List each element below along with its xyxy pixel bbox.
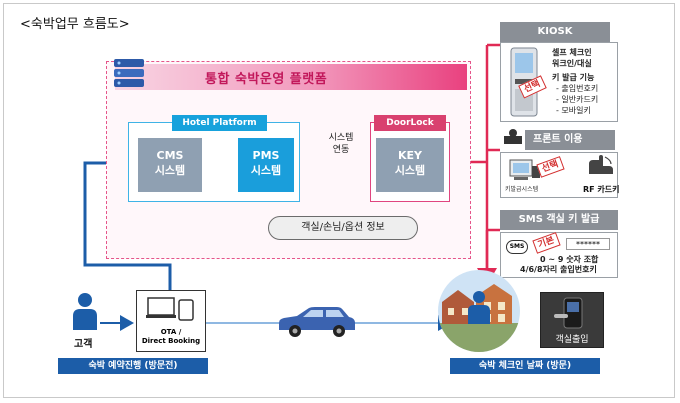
booking-stage-bar: 숙박 예약진행 (방문전)	[58, 358, 208, 374]
system-sync-label: 시스템 연동	[328, 133, 354, 155]
sms-code-stars: ******	[566, 238, 610, 250]
sms-header: SMS 객실 키 발급	[500, 210, 618, 230]
line-ota-to-hotel	[83, 151, 172, 290]
pms-line2: 시스템	[250, 164, 282, 177]
cms-line1: CMS	[156, 149, 184, 162]
kiosk-option-3: - 모바일키	[556, 106, 591, 115]
kiosk-machine-icon	[510, 47, 538, 117]
key-line1: KEY	[397, 149, 422, 162]
key-line2: 시스템	[394, 164, 426, 177]
key-system-box: KEY 시스템	[376, 138, 444, 192]
server-stack-icon	[114, 59, 144, 87]
sms-text-1: 0 ~ 9 숫자 조합	[540, 255, 599, 264]
kiosk-text-2: 워크인/대실	[552, 59, 592, 68]
sms-bubble-icon: SMS	[506, 240, 528, 254]
pms-system-box: PMS 시스템	[238, 138, 294, 192]
diagram-frame	[3, 3, 675, 398]
doorlock-label: DoorLock	[374, 115, 446, 131]
cms-line2: 시스템	[154, 164, 186, 177]
kiosk-option-1: - 출입번호키	[556, 84, 599, 93]
guest-label: 고객	[74, 339, 93, 350]
cms-system-box: CMS 시스템	[138, 138, 202, 192]
platform-title: 통합 숙박운영 플랫폼	[205, 72, 328, 87]
ota-label: OTA / Direct Booking	[141, 328, 201, 345]
guest-person-icon	[73, 293, 97, 330]
rf-card-label: RF 카드키	[583, 185, 620, 194]
front-header: 프론트 이용	[525, 130, 615, 150]
kiosk-text-3: 키 발급 기능	[552, 73, 595, 82]
rf-card-hand-icon	[589, 155, 613, 174]
car-icon	[279, 307, 355, 337]
pms-line1: PMS	[252, 149, 280, 162]
platform-header-bar	[115, 64, 467, 90]
kiosk-option-2: - 일반카드키	[556, 95, 599, 104]
front-desk-icon	[504, 129, 522, 144]
kiosk-header: KIOSK	[500, 22, 610, 42]
door-lock-icon	[554, 297, 583, 329]
sms-text-2: 4/6/8자리 출입번호키	[520, 265, 597, 274]
key-issuer-label: 키발급시스템	[505, 186, 539, 193]
hotel-platform-label: Hotel Platform	[172, 115, 267, 131]
checkin-person-icon	[468, 291, 490, 324]
key-issuer-device-icon	[509, 159, 540, 180]
kiosk-text-1: 셀프 체크인	[552, 48, 592, 57]
room-entry-label: 객실출입	[555, 335, 589, 345]
checkin-stage-bar: 숙박 체크인 날짜 (방문)	[450, 358, 600, 374]
sms-panel	[500, 232, 618, 278]
laptop-tablet-icon	[146, 297, 194, 321]
info-pill: 객실/손님/옵션 정보	[268, 216, 418, 240]
diagram-title: <숙박업무 흐름도>	[20, 17, 130, 32]
